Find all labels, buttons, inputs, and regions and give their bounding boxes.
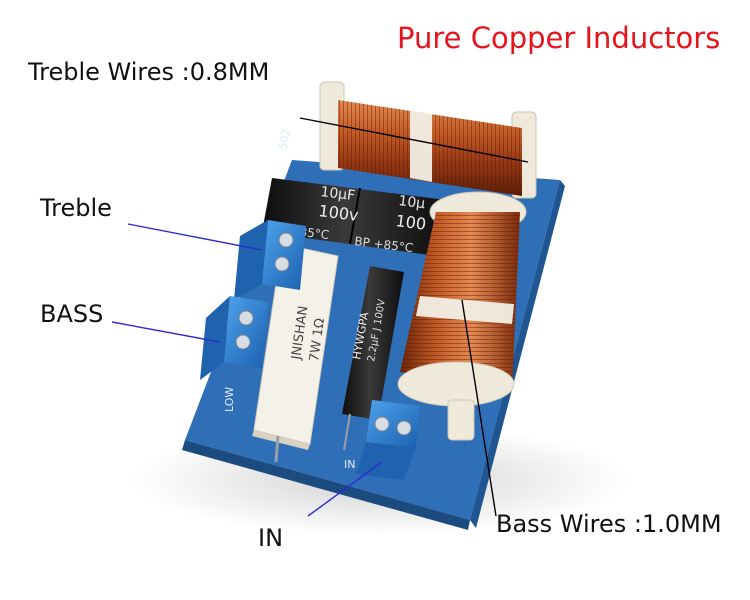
treble-wires-leader xyxy=(299,117,529,163)
bass-label: BASS xyxy=(40,300,104,328)
film-capacitor: HYWGPA 2.2µF J 100V xyxy=(342,266,404,451)
cap-left-voltage: 100v xyxy=(318,201,360,225)
treble-label: Treble xyxy=(40,194,112,222)
cap-right-voltage: 100 xyxy=(395,211,428,234)
in-label: IN xyxy=(258,524,284,552)
pcb-model-marking: 502 xyxy=(276,127,293,150)
cement-resistor: JNISHAN 7W 1Ω xyxy=(252,243,339,463)
cap-left-value: 10µF xyxy=(320,184,356,204)
pcb-in-marking: IN xyxy=(344,458,355,471)
treble-terminal-block xyxy=(234,220,306,300)
bass-wires-label: Bass Wires :1.0MM xyxy=(496,510,722,538)
input-screw-1 xyxy=(374,416,390,432)
treble-leader xyxy=(127,223,263,251)
pcb-low-marking: LOW xyxy=(223,387,236,412)
treble-wires-label: Treble Wires :0.8MM xyxy=(28,58,270,86)
in-leader xyxy=(307,461,383,517)
treble-screw-2 xyxy=(274,256,290,272)
cap-right-value: 10µ xyxy=(398,193,427,212)
treble-screw-1 xyxy=(278,232,294,248)
treble-inductor xyxy=(319,81,537,199)
bass-inductor xyxy=(397,191,527,441)
resistor-value: 7W 1Ω xyxy=(307,317,328,362)
bass-screw-2 xyxy=(235,334,251,350)
input-screw-2 xyxy=(396,420,412,436)
bass-leader xyxy=(111,321,221,343)
bass-wires-leader xyxy=(461,299,497,517)
bass-screw-1 xyxy=(238,310,254,326)
bass-terminal-block xyxy=(200,296,268,380)
headline: Pure Copper Inductors xyxy=(397,21,721,55)
